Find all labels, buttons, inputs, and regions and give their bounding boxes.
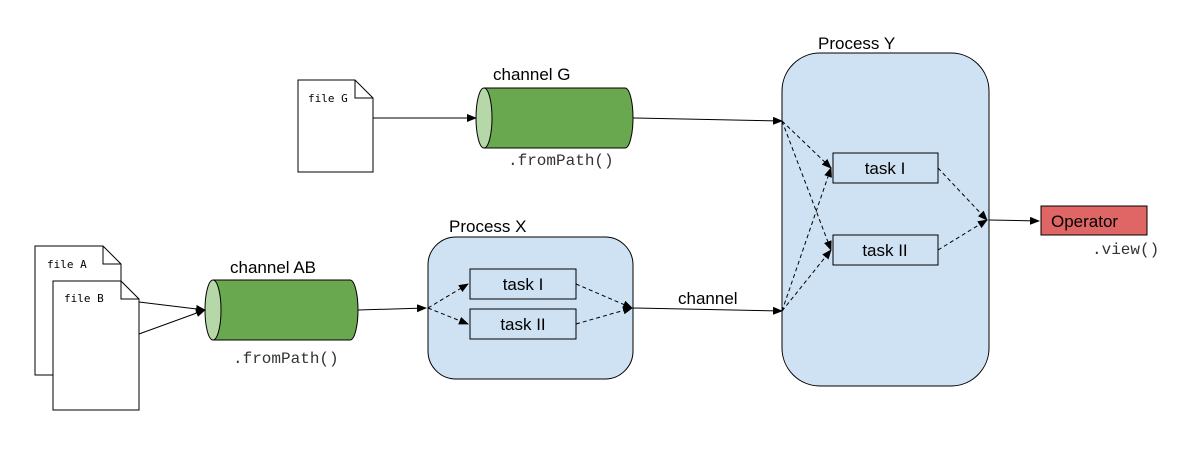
process-y-label: Process Y: [818, 34, 895, 53]
channel-ab-cylinder: [204, 279, 359, 341]
solid-connectors: [138, 114, 1040, 335]
channel-ab-method: .fromPath(): [233, 350, 339, 368]
channel-g-method: .fromPath(): [508, 152, 614, 170]
process-x-container: [427, 236, 634, 380]
process-x-task-1-label: task I: [503, 275, 544, 294]
dashed-connectors: [427, 120, 988, 325]
process-x-task-2-label: task II: [500, 315, 545, 334]
file-a-label: file A: [47, 258, 87, 271]
operator-label: Operator: [1051, 212, 1118, 231]
process-y-task-2-label: task II: [862, 241, 907, 260]
process-x-task-2: [469, 308, 577, 340]
file-g-label: file G: [308, 92, 348, 105]
channel-ab-label: channel AB: [230, 258, 316, 277]
process-y-container: [781, 52, 990, 387]
operator-method: .view(): [1092, 241, 1159, 259]
process-x-task-1: [469, 268, 577, 300]
channel-g-label: channel G: [493, 65, 571, 84]
file-b-label: file B: [64, 292, 104, 305]
process-y-task-1-label: task I: [865, 159, 906, 178]
process-x-label: Process X: [449, 217, 526, 236]
middle-channel-label: channel: [678, 289, 738, 308]
operator-box: [1040, 205, 1148, 236]
channel-g-cylinder: [475, 87, 634, 149]
file-b-icon: [52, 280, 140, 411]
file-g-icon: [297, 79, 374, 173]
